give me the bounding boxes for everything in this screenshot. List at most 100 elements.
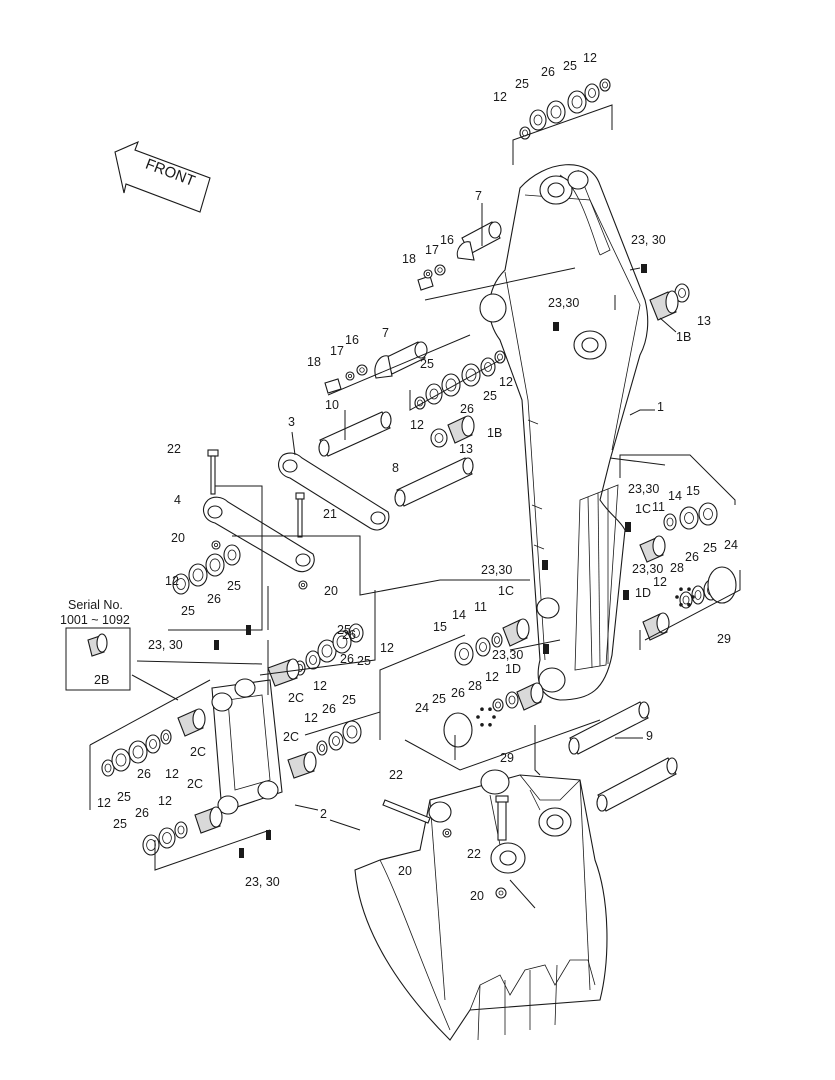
label-25-j: 25 bbox=[181, 604, 195, 618]
washer-hole bbox=[359, 367, 365, 373]
label-2330-h: 23, 30 bbox=[245, 875, 280, 889]
washer-rings bbox=[101, 78, 719, 899]
washer-ring bbox=[599, 78, 611, 92]
label-16-a: 16 bbox=[440, 233, 454, 247]
label-1b-b: 1B bbox=[487, 426, 502, 440]
label-7-a: 7 bbox=[475, 189, 482, 203]
washer-hole bbox=[163, 733, 169, 741]
washer-hole bbox=[192, 568, 204, 582]
retaining-ring-dot bbox=[691, 595, 695, 599]
label-2330-a: 23, 30 bbox=[631, 233, 666, 247]
washer-hole bbox=[550, 105, 562, 119]
label-12-f: 12 bbox=[485, 670, 499, 684]
washer-ring bbox=[475, 637, 491, 657]
washer-hole bbox=[437, 267, 443, 273]
pin-9-lower bbox=[596, 757, 678, 812]
washer-hole bbox=[571, 95, 583, 109]
label-2c-d: 2C bbox=[187, 777, 203, 791]
label-2330-c: 23,30 bbox=[628, 482, 659, 496]
washer-hole bbox=[434, 433, 444, 443]
washer-hole bbox=[176, 578, 186, 590]
washer-ring bbox=[316, 740, 328, 756]
washer-ring bbox=[305, 650, 321, 670]
washer-ring bbox=[567, 90, 587, 114]
label-26-j: 26 bbox=[342, 628, 356, 642]
label-1d-a: 1D bbox=[635, 586, 651, 600]
label-12-k: 12 bbox=[97, 796, 111, 810]
label-2330-e: 23,30 bbox=[632, 562, 663, 576]
label-26-i: 26 bbox=[135, 806, 149, 820]
label-25-e: 25 bbox=[703, 541, 717, 555]
washer-hole bbox=[149, 739, 157, 749]
label-29-b: 29 bbox=[500, 751, 514, 765]
washer-hole bbox=[177, 825, 185, 835]
label-26-f: 26 bbox=[322, 702, 336, 716]
label-2330-g: 23, 30 bbox=[148, 638, 183, 652]
washer-hole bbox=[213, 543, 218, 548]
label-13-a: 13 bbox=[697, 314, 711, 328]
label-1d-b: 1D bbox=[505, 662, 521, 676]
washer-ring bbox=[345, 371, 355, 381]
label-14-a: 14 bbox=[668, 489, 682, 503]
label-13-b: 13 bbox=[459, 442, 473, 456]
washer-ring bbox=[495, 887, 507, 899]
washer-hole bbox=[498, 890, 504, 896]
label-15-b: 15 bbox=[433, 620, 447, 634]
washer-ring bbox=[328, 731, 344, 751]
washer-ring bbox=[158, 827, 176, 849]
label-18-b: 18 bbox=[307, 355, 321, 369]
washer-hole bbox=[682, 595, 690, 605]
washer-hole bbox=[494, 636, 500, 644]
retaining-ring-dot bbox=[679, 587, 683, 592]
serial-box: Serial No. 1001 ~ 1092 2B bbox=[60, 598, 131, 691]
label-2330-d: 23,30 bbox=[481, 563, 512, 577]
link-4 bbox=[202, 496, 315, 573]
washer-ring bbox=[205, 553, 225, 577]
label-26-c: 26 bbox=[685, 550, 699, 564]
serial-title-1: Serial No. bbox=[68, 598, 123, 612]
washer-ring bbox=[679, 506, 699, 530]
washer-ring bbox=[172, 573, 190, 595]
washer-ring bbox=[332, 630, 352, 654]
label-1c-a: 1C bbox=[635, 502, 651, 516]
washer-hole bbox=[347, 373, 352, 378]
label-2c-a: 2C bbox=[288, 691, 304, 705]
washer-ring bbox=[494, 350, 506, 364]
washer-hole bbox=[132, 745, 144, 759]
washer-hole bbox=[533, 114, 543, 126]
retaining-ring-dot bbox=[480, 707, 484, 712]
washer-ring bbox=[546, 100, 566, 124]
retaining-ring-dot bbox=[488, 707, 492, 712]
washer-ring bbox=[111, 748, 131, 772]
link-2 bbox=[211, 678, 283, 815]
washer-ring bbox=[174, 821, 188, 839]
label-25-d: 25 bbox=[483, 389, 497, 403]
washer-ring bbox=[142, 834, 160, 856]
washer-hole bbox=[703, 508, 713, 520]
label-18-a: 18 bbox=[402, 252, 416, 266]
label-1c-b: 1C bbox=[498, 584, 514, 598]
bolt-18-upper bbox=[417, 275, 434, 291]
part-labels: 1 1B 1B 1C 1C 1D 1D 2 2C 2C 2C 2C 3 4 7 … bbox=[97, 51, 738, 903]
label-3: 3 bbox=[288, 415, 295, 429]
label-1: 1 bbox=[657, 400, 664, 414]
label-24-a: 24 bbox=[724, 538, 738, 552]
label-28-b: 28 bbox=[468, 679, 482, 693]
label-7-b: 7 bbox=[382, 326, 389, 340]
washer-hole bbox=[444, 831, 449, 836]
washer-hole bbox=[300, 583, 305, 588]
pin-8 bbox=[394, 457, 474, 507]
label-12-d: 12 bbox=[410, 418, 424, 432]
label-10: 10 bbox=[325, 398, 339, 412]
washer-hole bbox=[479, 642, 487, 652]
washer-hole bbox=[694, 590, 702, 600]
retaining-ring-dot bbox=[488, 722, 492, 727]
washer-ring bbox=[529, 109, 547, 131]
washer-ring bbox=[356, 364, 368, 376]
label-2: 2 bbox=[320, 807, 327, 821]
bucket bbox=[354, 769, 608, 1041]
washer-ring bbox=[342, 720, 362, 744]
retaining-ring-dot bbox=[675, 595, 679, 599]
washer-hole bbox=[319, 744, 325, 752]
washer-ring bbox=[663, 513, 677, 531]
